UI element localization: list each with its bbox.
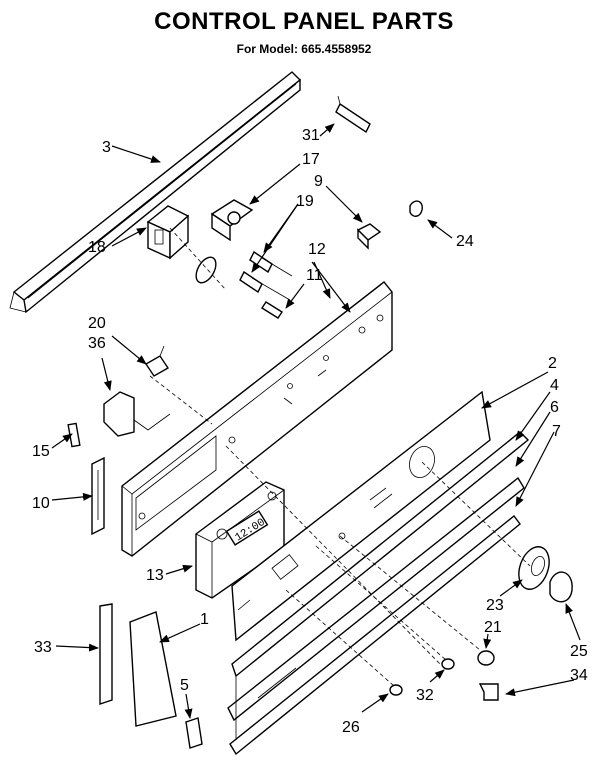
part-17-switch [210,199,254,242]
part-21-nut [477,650,495,666]
part-32-nut [441,658,455,670]
part-18-bracket [146,205,190,260]
part-36-cover [103,391,171,437]
part-24-clip [409,200,423,217]
callout-4: 4 [550,377,559,394]
callout-7: 7 [552,423,561,440]
callout-15: 15 [32,443,50,460]
callout-31: 31 [302,127,320,144]
part-3-top-trim [9,71,302,314]
callout-11: 11 [306,267,323,284]
model-subtitle: For Model: 665.4558952 [236,42,372,56]
callout-17: 17 [302,151,320,168]
callout-12: 12 [308,241,326,258]
callout-18: 18 [88,239,106,256]
callout-36: 36 [88,335,106,352]
part-31-spring [335,95,371,134]
part-9-clip [356,223,382,250]
callout-21: 21 [484,619,502,636]
callout-19: 19 [296,193,314,210]
callout-labels: 3 31 17 9 19 24 18 12 11 20 36 15 10 13 … [32,127,588,736]
part-10-bracket [91,456,105,536]
part-1-endcap [129,611,177,727]
callout-24: 24 [456,233,474,250]
callout-2: 2 [548,355,557,372]
assembly-lines [149,227,531,687]
part-12-control-panel [121,281,393,557]
callout-32: 32 [416,687,434,704]
callout-33: 33 [34,639,52,656]
part-19-clips [239,250,293,319]
page-title: CONTROL PANEL PARTS [154,8,454,35]
callout-23: 23 [486,597,504,614]
ring-part [195,256,217,284]
part-34-clip [478,683,499,701]
callout-13: 13 [146,567,164,584]
part-33-strip [99,603,113,705]
part-13-clock: 12:00 [195,481,285,599]
callout-6: 6 [550,399,559,416]
callout-9: 9 [314,173,323,190]
part-20-switch [145,345,169,377]
callout-3: 3 [102,139,111,156]
leader-lines [51,123,581,719]
callout-25: 25 [570,643,588,660]
callout-1: 1 [200,611,209,628]
callout-5: 5 [180,677,189,694]
callout-34: 34 [570,667,588,684]
callout-20: 20 [88,315,106,332]
callout-10: 10 [32,495,50,512]
part-23-knob [518,546,550,590]
part-25-cap [549,571,573,603]
part-2-glass [231,390,491,642]
callout-26: 26 [342,719,360,736]
part-5-clip [185,717,203,749]
part-26-screw [389,684,403,696]
